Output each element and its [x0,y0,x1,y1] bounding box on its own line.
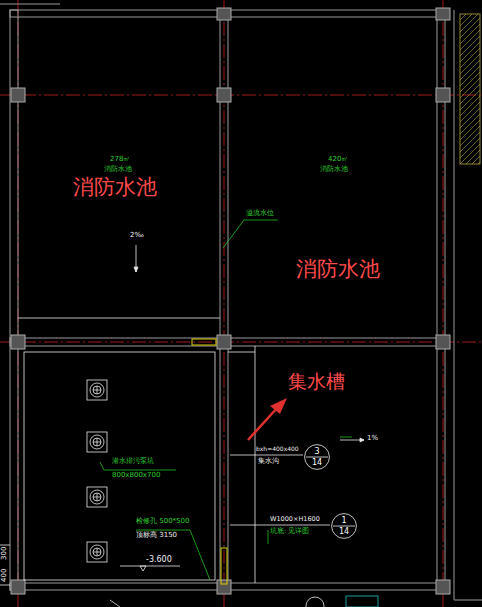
trench-note: 集水沟 [258,458,279,466]
size-note: bxh=400x400 [256,446,299,453]
dimension: 400 [1,569,9,582]
callout-circle: 314 [304,444,330,470]
sheet-number: 14 [331,527,357,537]
walls [0,4,482,600]
partial-callout [306,597,324,607]
inner-lines [0,245,364,607]
slope-note: 2‰ [130,232,144,240]
dimension: 300 [1,547,9,560]
pump-pits [87,380,107,562]
size-note: W1000×H1600 [270,516,320,523]
pit-note: 潜水排污泵坑 [112,458,154,466]
room-note: 消防水池 [104,166,132,174]
sheet-number: 14 [304,458,330,468]
adjacent-hatch [460,14,480,164]
level-note: 溢流水位 [246,210,274,218]
volume-note: 420㎥ [328,156,348,164]
pointer-arrow [248,398,287,440]
room-note: 消防水池 [320,166,348,174]
size-note: 800x800x700 [112,472,160,480]
room-name: 消防水池 [296,258,380,281]
depth-note: 坑底: 见详图 [270,528,309,535]
slope-note: 1% [367,435,378,443]
volume-note: 278㎥ [110,156,130,164]
partial-symbol [346,596,378,607]
elevation-mark: -3.600 [146,556,172,565]
hatch-note: 检修孔 500*500 [136,518,189,526]
columns [11,8,450,594]
room-name: 消防水池 [73,176,157,199]
detail-number: 3 [304,447,330,457]
elevation-note: 顶标高 3150 [136,532,177,540]
callout-circle: 114 [331,513,357,539]
room-name: 集水槽 [288,371,345,392]
detail-number: 1 [331,516,357,526]
